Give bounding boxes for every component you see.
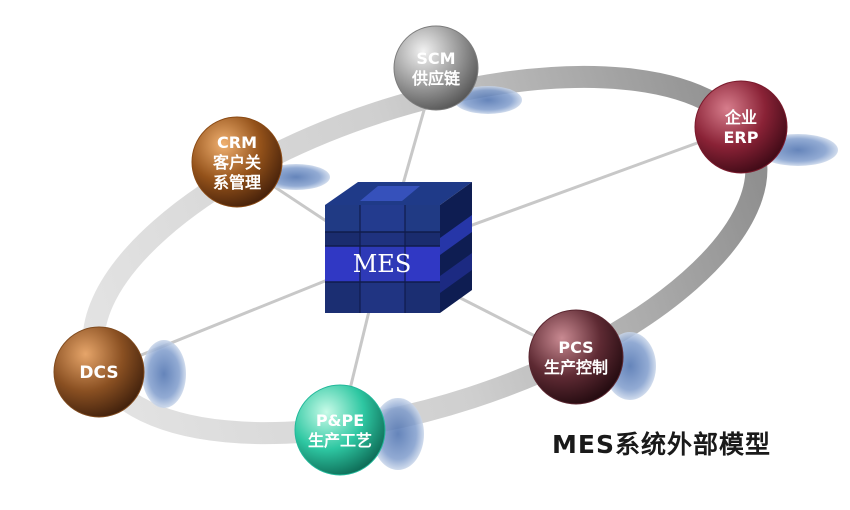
shadow-ppe bbox=[372, 398, 424, 470]
node-label-scm-1: 供应链 bbox=[411, 69, 461, 88]
node-label-dcs-0: DCS bbox=[79, 363, 118, 383]
node-label-crm-1: 客户关 bbox=[213, 153, 261, 172]
node-label-erp-1: ERP bbox=[724, 128, 759, 147]
node-label-pcs-1: 生产控制 bbox=[544, 358, 608, 377]
node-circle-pcs bbox=[528, 309, 624, 405]
node-label-ppe-1: 生产工艺 bbox=[308, 431, 372, 450]
node-label-ppe-0: P&PE bbox=[316, 411, 364, 430]
node-label-erp-0: 企业 bbox=[724, 108, 757, 127]
node-dcs: DCS bbox=[53, 326, 145, 418]
mes-cube: MES bbox=[325, 182, 472, 313]
node-label-pcs-0: PCS bbox=[558, 338, 593, 357]
node-label-scm-0: SCM bbox=[416, 49, 455, 68]
node-circle-crm bbox=[191, 116, 283, 208]
node-circle-dcs bbox=[53, 326, 145, 418]
mes-center-label: MES bbox=[353, 250, 412, 278]
diagram-caption: MES系统外部模型 bbox=[552, 430, 771, 459]
node-circle-scm bbox=[393, 25, 479, 111]
node-label-crm-2: 系管理 bbox=[213, 173, 261, 192]
node-circle-ppe bbox=[294, 384, 386, 476]
node-circle-erp bbox=[694, 80, 788, 174]
node-label-crm-0: CRM bbox=[217, 133, 257, 152]
shadow-dcs bbox=[142, 340, 186, 408]
shadow-scm bbox=[454, 86, 522, 114]
